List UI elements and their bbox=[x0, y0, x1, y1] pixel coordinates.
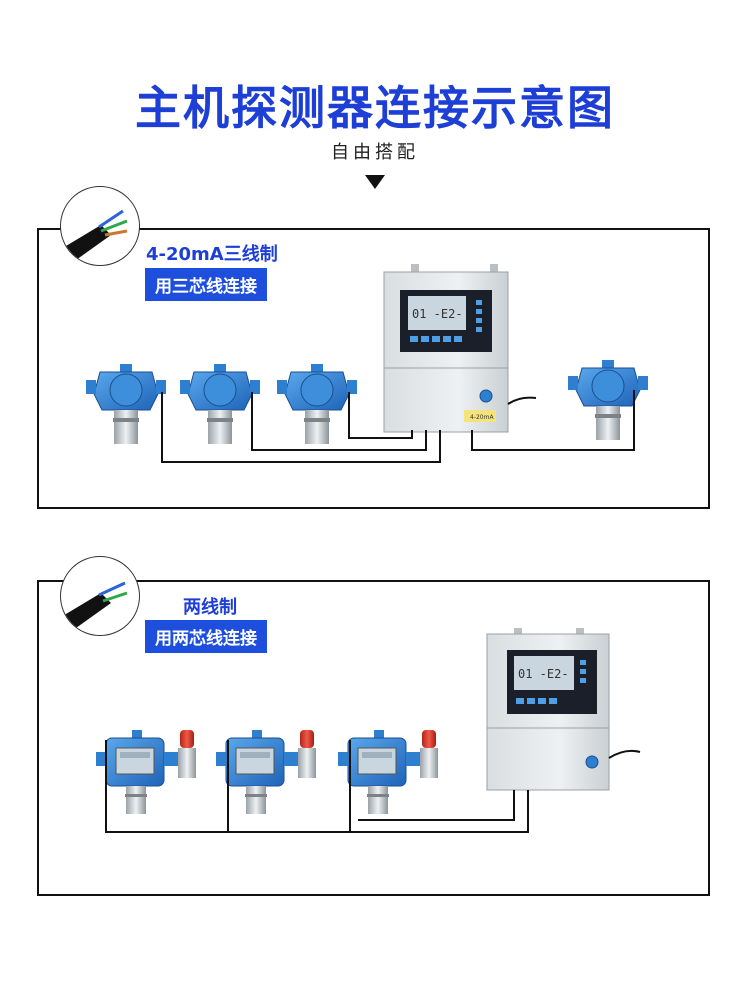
two-wire-type-label: 两线制 bbox=[183, 597, 237, 618]
svg-text:01 -E2-: 01 -E2- bbox=[518, 667, 569, 681]
two-wire-wiring bbox=[105, 740, 529, 833]
three-wire-type-label: 4-20mA三线制 bbox=[146, 244, 278, 265]
controller-unit-1: 01 -E2- 4-20mA bbox=[383, 264, 537, 433]
detector-2 bbox=[179, 363, 261, 445]
two-core-cable-icon bbox=[60, 556, 140, 636]
detector-4 bbox=[567, 359, 649, 441]
three-wire-connect-label: 用三芯线连接 bbox=[145, 268, 267, 301]
display-detector-2 bbox=[215, 729, 317, 815]
three-core-cable-icon bbox=[60, 186, 140, 266]
controller-unit-2: 01 -E2- bbox=[486, 628, 641, 791]
detector-1 bbox=[85, 363, 167, 445]
page-subtitle: 自由搭配 bbox=[331, 142, 419, 163]
down-arrow-icon bbox=[365, 175, 385, 189]
svg-text:01 -E2-: 01 -E2- bbox=[412, 307, 463, 321]
display-detector-1 bbox=[95, 729, 197, 815]
display-detector-3 bbox=[337, 729, 439, 815]
controller-tag: 4-20mA bbox=[470, 414, 494, 421]
page-title: 主机探测器连接示意图 bbox=[135, 81, 615, 135]
detector-3 bbox=[276, 363, 358, 445]
three-wire-wiring bbox=[161, 390, 635, 463]
two-wire-connect-label: 用两芯线连接 bbox=[145, 620, 267, 653]
